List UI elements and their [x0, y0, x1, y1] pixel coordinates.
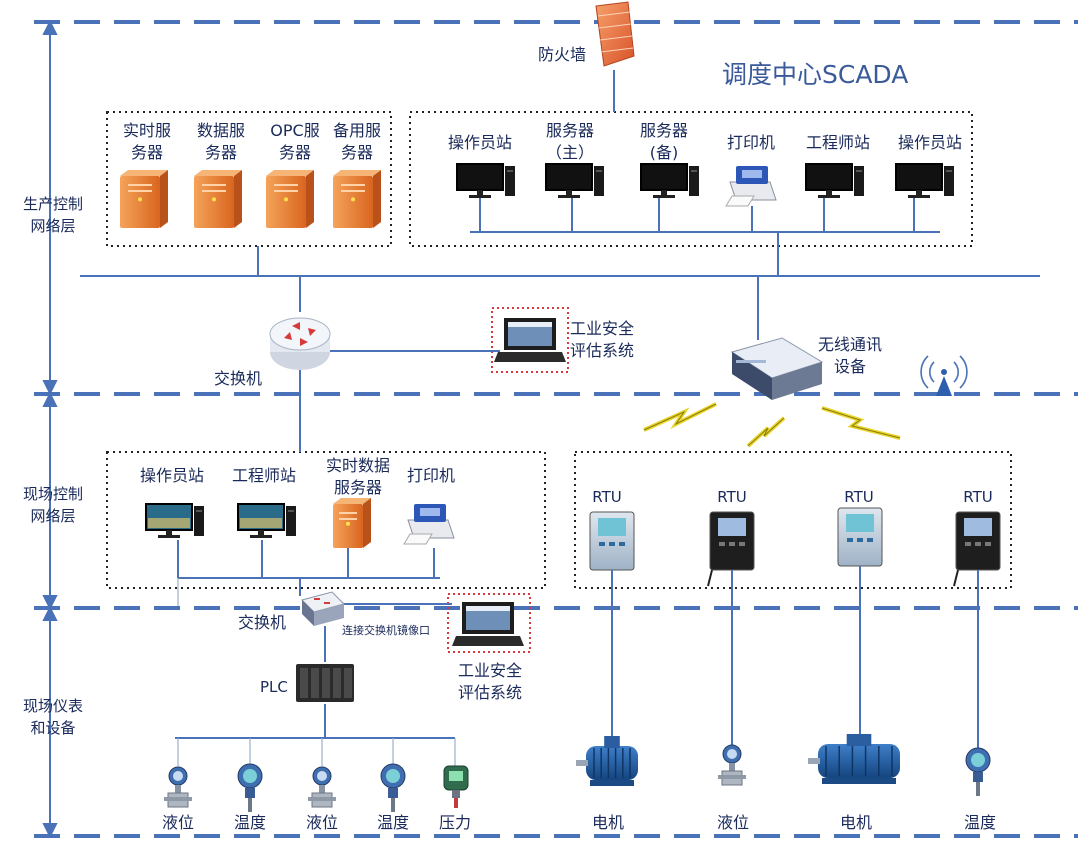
router-icon: [269, 317, 331, 370]
station-label-printer: 打印机: [726, 133, 775, 152]
instrument-drop-lines: [177, 578, 456, 766]
diagram-title: 调度中心SCADA: [722, 60, 909, 89]
server-icon-data: [194, 170, 242, 228]
temperature-transmitter-icon-1: [237, 763, 263, 812]
rtu-label-4: RTU: [963, 488, 993, 506]
workstation-icon-engineer: [805, 163, 864, 198]
rtu-label-2: RTU: [717, 488, 747, 506]
layer-field-instruments-label: 现场仪表 和设备: [22, 697, 83, 737]
group-boxes: [106, 111, 1012, 589]
instrument-label-level-3: 液位: [716, 813, 749, 832]
server-label-backup: 备用服 务器: [332, 121, 381, 162]
workstation-icon-operator-1: [456, 163, 515, 198]
printer-icon-field: [403, 504, 455, 545]
signal-bolt-left: [643, 402, 717, 432]
signal-bolt-mid: [746, 416, 786, 448]
antenna-icon: [920, 355, 968, 396]
rtu-icon-2: [707, 511, 755, 587]
motor-icon-1: [576, 736, 638, 786]
rtu-group-box: [574, 451, 1012, 589]
rtu-label-3: RTU: [844, 488, 874, 506]
layer-field-control-label: 现场控制 网络层: [22, 485, 83, 525]
network-lines: [80, 70, 1040, 739]
level-transmitter-icon-1: [164, 766, 192, 808]
wireless-label: 无线通讯 设备: [817, 335, 882, 376]
field-station-group-box: [106, 451, 546, 589]
signal-bolt-right: [821, 406, 901, 440]
field-station-label-operator: 操作员站: [139, 466, 204, 485]
server-label-opc: OPC服 务器: [270, 121, 320, 162]
workstation-icon-field-engineer: [237, 503, 296, 538]
plc-label: PLC: [260, 678, 288, 696]
field-station-label-engineer: 工程师站: [231, 466, 296, 485]
server-icon-realtime: [120, 170, 168, 228]
rtu-label-1: RTU: [592, 488, 622, 506]
workstation-icon-operator-2: [895, 163, 954, 198]
instrument-label-temp-3: 温度: [963, 813, 996, 832]
security-top-label: 工业安全 评估系统: [570, 319, 635, 360]
instrument-label-motor-2: 电机: [839, 813, 872, 832]
workstation-icon-server-backup: [640, 163, 699, 198]
laptop-icon-security-bottom: [452, 602, 524, 646]
security-bottom-label: 工业安全 评估系统: [457, 661, 522, 702]
instrument-label-level-1: 液位: [161, 813, 194, 832]
server-label-data: 数据服 务器: [196, 121, 245, 162]
instrument-label-level-2: 液位: [305, 813, 338, 832]
instrument-label-pressure: 压力: [438, 813, 471, 832]
firewall-label: 防火墙: [538, 45, 587, 64]
station-label-server-backup: 服务器 (备): [639, 121, 688, 162]
instrument-label-motor-1: 电机: [591, 813, 624, 832]
field-station-label-rtserver: 实时数据 服务器: [325, 456, 390, 497]
instrument-label-temp-1: 温度: [233, 813, 266, 832]
temperature-transmitter-icon-3: [965, 747, 991, 796]
station-label-server-main: 服务器 （主）: [545, 121, 594, 162]
server-group-box: [106, 111, 392, 247]
switch-top-label: 交换机: [214, 369, 263, 388]
printer-icon-scada: [725, 166, 777, 207]
station-label-operator-1: 操作员站: [447, 133, 512, 152]
plc-icon: [296, 664, 354, 702]
server-icon-opc: [266, 170, 314, 228]
switch-icon-bottom: [301, 591, 345, 626]
switch-bottom-label: 交换机: [238, 613, 287, 632]
rtu-icon-3: [837, 507, 883, 567]
server-label-realtime: 实时服 务器: [122, 121, 171, 162]
temperature-transmitter-icon-2: [380, 763, 406, 812]
server-icon-field-realtime: [333, 498, 371, 548]
security-highlight-boxes: [447, 307, 569, 653]
rtu-icon-4: [953, 511, 1001, 587]
level-transmitter-icon-2: [308, 766, 336, 808]
mirror-port-label: 连接交换机镜像口: [342, 624, 430, 637]
field-station-label-printer: 打印机: [406, 466, 455, 485]
layer-production-label: 生产控制 网络层: [22, 195, 83, 235]
station-label-engineer: 工程师站: [805, 133, 870, 152]
workstation-icon-field-operator: [145, 503, 204, 538]
pressure-transmitter-icon: [443, 765, 469, 808]
laptop-icon-security-top: [494, 318, 566, 362]
level-transmitter-icon-3: [718, 744, 746, 786]
layer-separators: [34, 20, 1078, 838]
server-icon-backup: [333, 170, 381, 228]
layer-arrows: [42, 19, 58, 839]
station-label-operator-2: 操作员站: [897, 133, 962, 152]
rtu-icon-1: [589, 511, 635, 571]
firewall-icon: [595, 1, 635, 67]
motor-icon-2: [808, 734, 900, 784]
instrument-label-temp-2: 温度: [376, 813, 409, 832]
wireless-device-icon: [730, 337, 824, 400]
workstation-icon-server-main: [545, 163, 604, 198]
